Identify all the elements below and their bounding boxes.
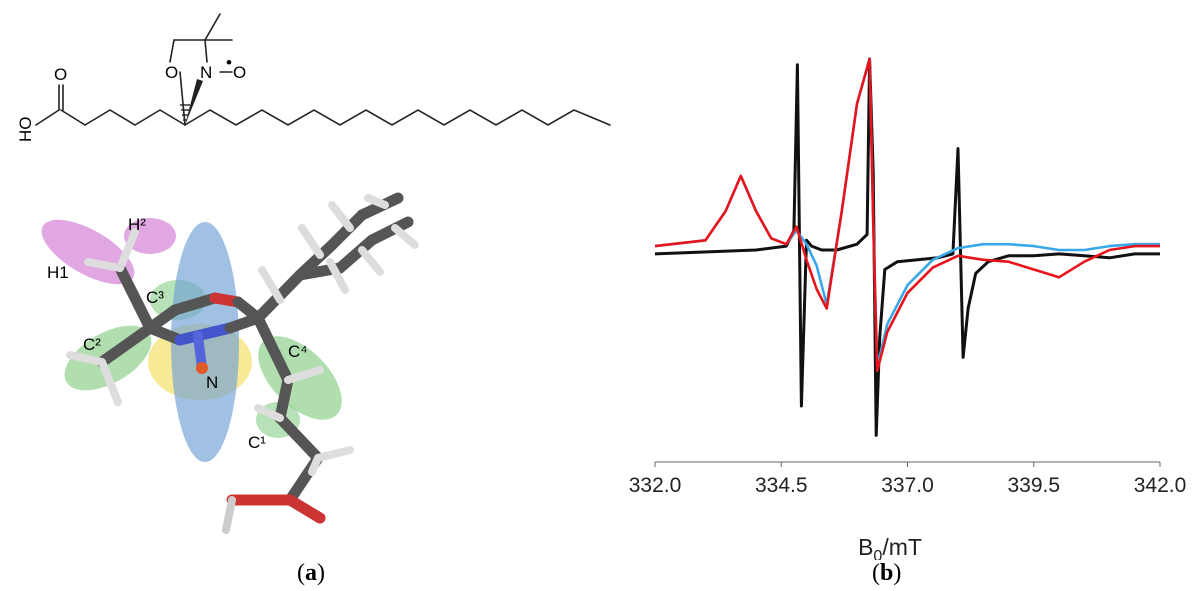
x-axis-ticks: 332.0 334.5 337.0 339.5 342.0	[629, 462, 1187, 497]
series-line-2	[654, 57, 1160, 373]
x-axis-title-unit: /mT	[882, 534, 922, 560]
caption-a-open: (	[297, 560, 305, 586]
x-axis-title: B0/mT	[858, 534, 922, 560]
caption-a-letter: a	[305, 560, 317, 586]
caption-a-close: )	[317, 560, 325, 586]
x-tick-label: 334.5	[755, 474, 808, 497]
atom-label-c3: C³	[146, 288, 164, 307]
atom-label-c2: C²	[83, 335, 101, 354]
x-tick-label: 337.0	[881, 474, 934, 497]
x-tick-label: 342.0	[1134, 474, 1187, 497]
tensor-model-3d: H1 H² C³ C² N C⁴ C¹	[41, 192, 419, 534]
atom-label-h2: H²	[128, 215, 146, 234]
atom-label-c1: C¹	[248, 433, 266, 452]
panel-a-caption: (a)	[297, 560, 325, 587]
x-tick-label: 339.5	[1007, 474, 1060, 497]
caption-b-close: )	[893, 560, 902, 586]
nitrogen-label: N	[200, 63, 212, 82]
series-layer	[654, 57, 1160, 437]
panel-a-molecular-figure: HO O O N • O	[16, 13, 611, 534]
panel-b-epr-chart: 332.0 334.5 337.0 339.5 342.0 B0/mT	[629, 57, 1187, 560]
panel-b-caption: (b)	[872, 560, 901, 587]
atom-label-h1: H1	[47, 263, 69, 282]
caption-b-letter: b	[880, 560, 894, 586]
x-axis-title-subscript: 0	[873, 548, 882, 560]
series-line-0	[654, 57, 1160, 437]
atom-label-c4: C⁴	[288, 342, 308, 361]
atom-label-n: N	[206, 373, 218, 392]
hydroxyl-label: HO	[16, 117, 35, 143]
x-tick-label: 332.0	[629, 474, 682, 497]
nitroxide-o-label: O	[233, 63, 246, 82]
n-tensor-ellipse	[171, 222, 239, 462]
h2-orbital-ellipse	[124, 218, 176, 254]
hashed-bond	[180, 104, 190, 121]
caption-b-open: (	[872, 560, 880, 586]
carbonyl-o-label: O	[54, 65, 67, 84]
wedge-bond	[185, 79, 203, 125]
x-axis-title-main: B	[858, 534, 873, 560]
ring-o-label: O	[165, 63, 178, 82]
radical-dot: •	[226, 53, 232, 72]
spin-label-structure	[35, 13, 611, 126]
series-line-1	[654, 57, 1160, 369]
